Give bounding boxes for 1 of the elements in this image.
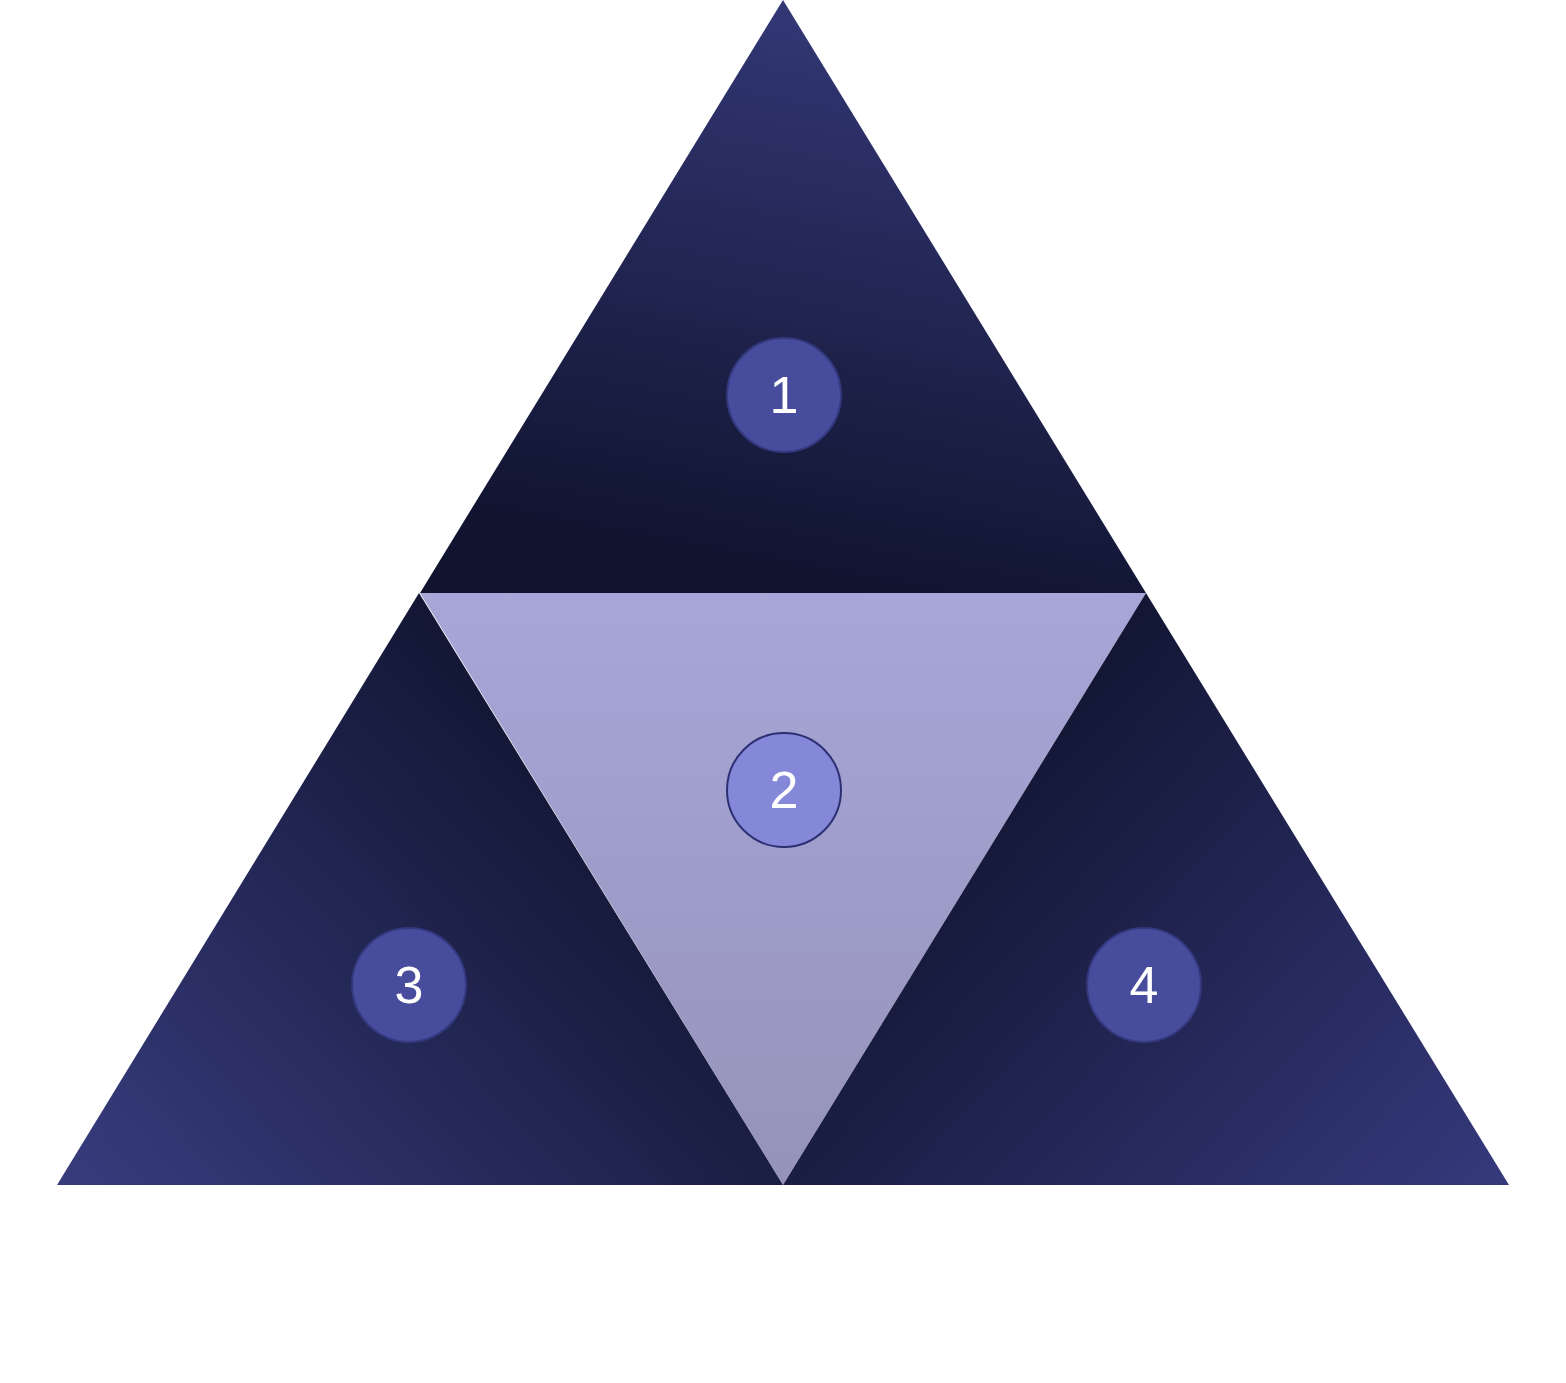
triangle-segment xyxy=(420,0,1146,593)
